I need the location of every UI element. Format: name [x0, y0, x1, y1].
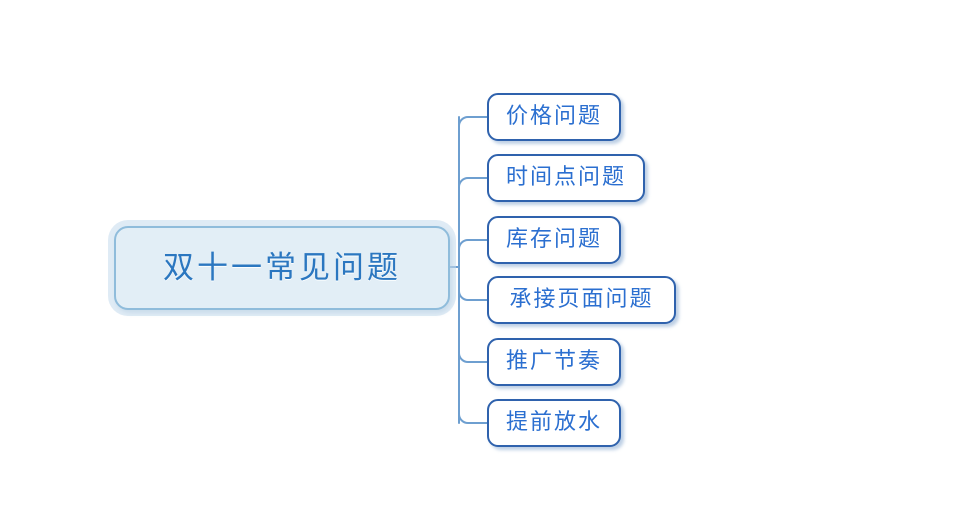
mindmap-child-node-landing-page[interactable]: 承接页面问题 — [487, 276, 676, 324]
mindmap-child-node-timing[interactable]: 时间点问题 — [487, 154, 645, 202]
mindmap-child-node-early-release[interactable]: 提前放水 — [487, 399, 621, 447]
mindmap-child-node-price[interactable]: 价格问题 — [487, 93, 621, 141]
mindmap-child-label-landing-page: 承接页面问题 — [509, 287, 654, 312]
mindmap-child-node-inventory[interactable]: 库存问题 — [487, 216, 621, 264]
mindmap-child-label-early-release: 提前放水 — [505, 410, 602, 435]
mindmap-child-label-inventory: 库存问题 — [505, 227, 602, 252]
mindmap-child-label-price: 价格问题 — [505, 104, 602, 129]
mindmap-root-label: 双十一常见问题 — [163, 249, 401, 286]
mindmap-child-node-promotion-pace[interactable]: 推广节奏 — [487, 338, 621, 386]
mindmap-root-node[interactable]: 双十一常见问题 — [114, 226, 450, 310]
mindmap-child-label-timing: 时间点问题 — [505, 165, 626, 190]
mindmap-child-label-promotion-pace: 推广节奏 — [505, 349, 602, 374]
